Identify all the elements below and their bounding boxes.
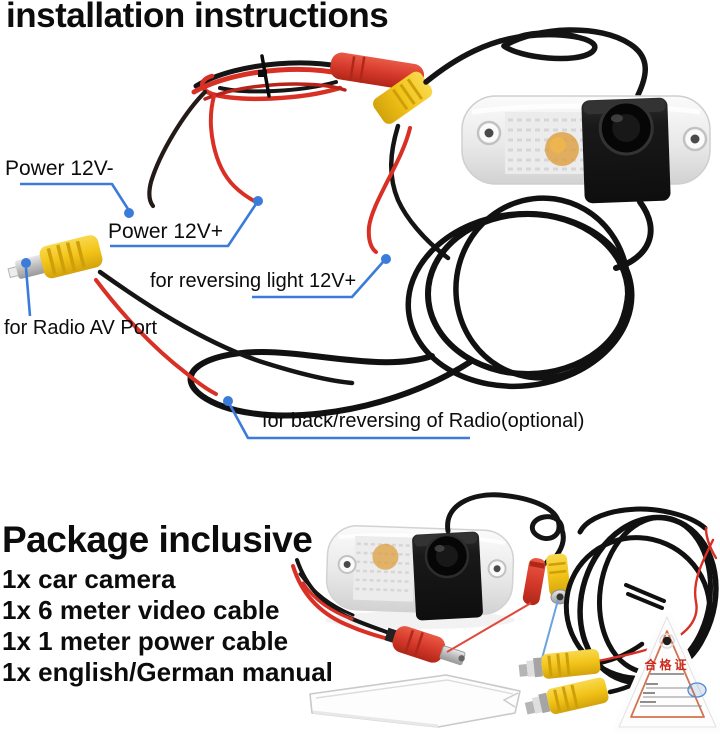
pkg-power-cable: [291, 558, 397, 642]
rca-connector-yellow-top: [366, 71, 451, 261]
rca-connector-yellow-av: [7, 235, 355, 396]
leader-power-12v-neg: [20, 182, 134, 218]
power-pigtail-wires: [147, 54, 357, 209]
leader-power-12v-pos: [110, 196, 263, 248]
pkg-camera-cube: [412, 531, 483, 621]
label-power-12v-pos: Power 12V+: [108, 220, 223, 243]
pkg-rca-red-female: [522, 558, 546, 606]
leader-back-reversing: [223, 396, 470, 440]
label-reversing-light: for reversing light 12V+: [150, 270, 357, 292]
camera-cable-top: [423, 27, 648, 98]
certificate-label: 合格证: [644, 657, 689, 672]
label-power-12v-neg: Power 12V-: [5, 157, 114, 180]
pkg-dc-plug: [384, 626, 466, 666]
pkg-rca-yellow-male-1: [518, 649, 601, 679]
label-back-reversing: for back/reversing of Radio(optional): [262, 410, 585, 432]
package-item-video-cable: 1x 6 meter video cable: [2, 595, 280, 625]
connect-line-power: [446, 602, 532, 653]
camera-unit: [461, 95, 711, 204]
package-list: 1x car camera 1x 6 meter video cable 1x …: [2, 564, 333, 688]
leader-radio-av: [21, 258, 32, 317]
leader-reversing-light: [252, 254, 391, 299]
connect-line-video: [540, 599, 559, 663]
pkg-manual: [309, 674, 521, 728]
camera-cube: [581, 97, 671, 204]
page-title: installation instructions: [6, 0, 389, 35]
certificate-tag: 合格证: [613, 611, 720, 733]
package-photo: 合格证: [291, 492, 720, 733]
video-cable-coil-top: [187, 195, 654, 419]
package-item-camera: 1x car camera: [2, 564, 176, 594]
package-item-manual: 1x english/German manual: [2, 657, 333, 687]
package-item-power-cable: 1x 1 meter power cable: [2, 626, 289, 656]
pkg-rca-yellow-male-2: [524, 677, 609, 715]
label-radio-av-port: for Radio AV Port: [4, 317, 158, 339]
package-title: Package inclusive: [2, 519, 313, 560]
